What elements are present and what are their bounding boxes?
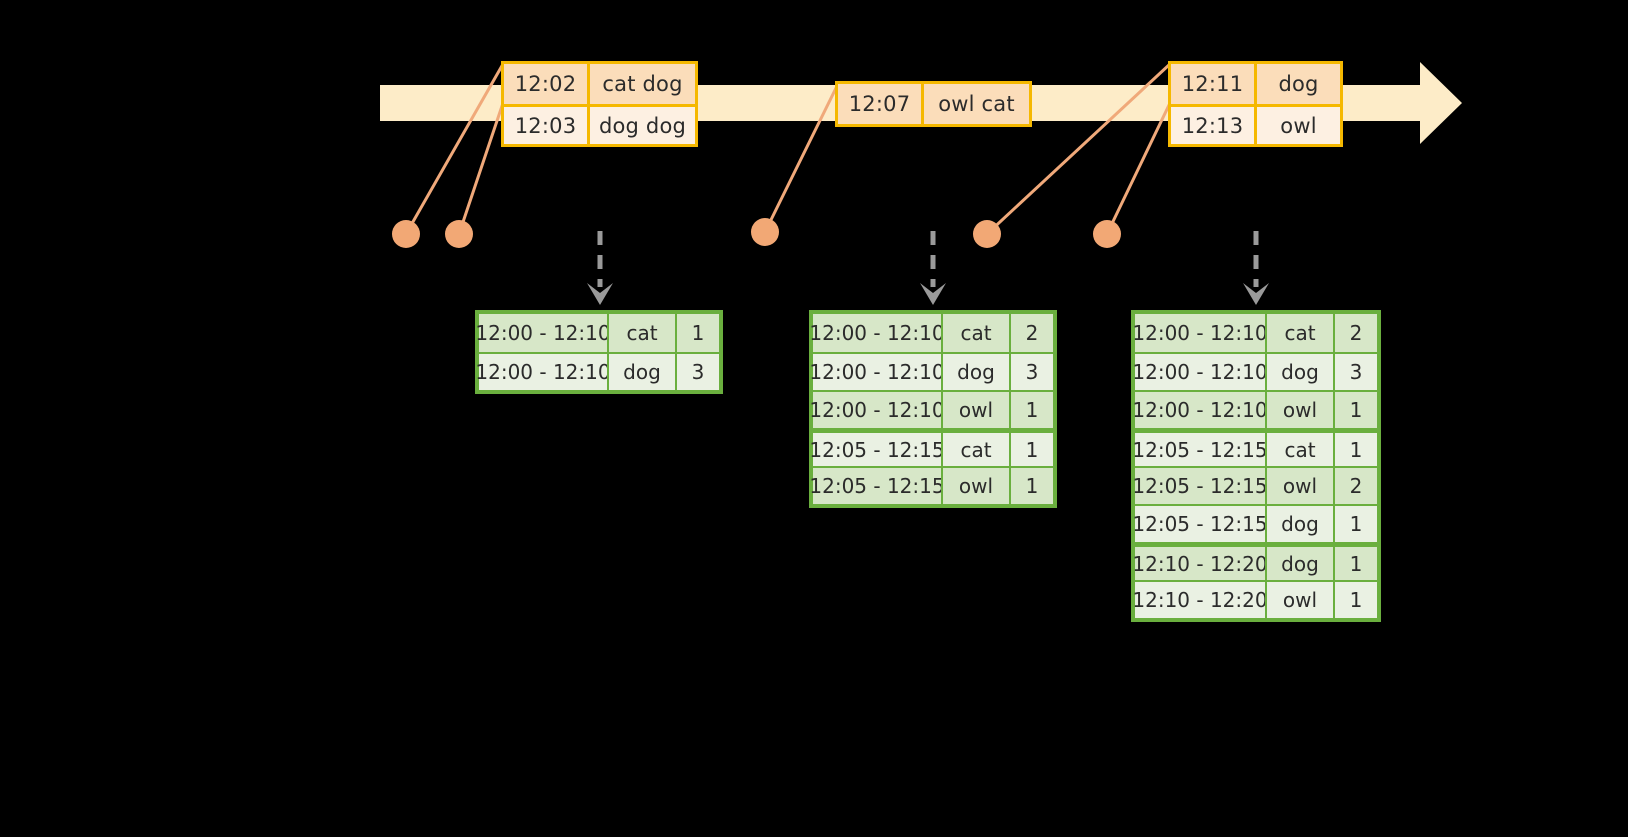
word-cell: dog [607,354,675,390]
event-timestamp: 12:02 [504,64,590,104]
event-dot[interactable] [751,218,779,246]
connector-line [1105,101,1172,236]
window-cell: 12:00 - 12:10 [1132,354,1268,390]
event-dot[interactable] [973,220,1001,248]
dashed-arrows [587,231,1269,305]
word-cell: dog [941,354,1009,390]
event-dot[interactable] [1093,220,1121,248]
window-cell: 12:10 - 12:20 [1132,547,1268,580]
word-cell: cat [941,314,1009,352]
event-timestamp: 12:03 [504,107,590,144]
word-cell: dog [1265,547,1333,580]
word-cell: owl [941,392,1009,428]
event-words: dog [1257,64,1340,104]
word-cell: owl [1265,392,1333,428]
word-cell: owl [1265,468,1333,504]
event-timestamp: 12:11 [1171,64,1257,104]
window-cell: 12:00 - 12:10 [475,354,611,390]
window-cell: 12:05 - 12:15 [1132,433,1268,466]
window-cell: 12:00 - 12:10 [809,354,945,390]
word-cell: cat [1265,314,1333,352]
window-cell: 12:00 - 12:10 [809,314,945,352]
count-cell: 3 [1009,354,1053,390]
window-cell: 12:05 - 12:15 [809,433,945,466]
count-cell: 3 [675,354,719,390]
window-cell: 12:05 - 12:15 [809,468,945,504]
window-cell: 12:00 - 12:10 [1132,314,1268,352]
count-cell: 2 [1333,468,1377,504]
window-cell: 12:10 - 12:20 [1132,582,1268,618]
window-cell: 12:00 - 12:10 [809,392,945,428]
count-cell: 1 [1333,392,1377,428]
word-cell: cat [1265,433,1333,466]
count-cell: 3 [1333,354,1377,390]
word-cell: owl [941,468,1009,504]
event-timestamp: 12:13 [1171,107,1257,144]
count-cell: 1 [1009,468,1053,504]
count-cell: 1 [1333,506,1377,542]
word-cell: cat [607,314,675,352]
count-cell: 2 [1333,314,1377,352]
window-cell: 12:00 - 12:10 [1132,392,1268,428]
connector-line [404,62,505,236]
connector-dots [392,218,1121,248]
word-cell: dog [1265,506,1333,542]
dashed-arrow-head [1243,283,1269,305]
word-cell: dog [1265,354,1333,390]
count-cell: 1 [1009,392,1053,428]
event-timestamp: 12:07 [838,84,924,124]
count-cell: 1 [1333,547,1377,580]
connector-line [763,82,840,234]
dashed-arrow-head [920,283,946,305]
event-dot[interactable] [445,220,473,248]
event-dot[interactable] [392,220,420,248]
window-cell: 12:05 - 12:15 [1132,468,1268,504]
dashed-arrow-head [587,283,613,305]
count-cell: 1 [1009,433,1053,466]
count-cell: 1 [1333,433,1377,466]
word-cell: owl [1265,582,1333,618]
event-words: owl cat [924,84,1029,124]
event-words: dog dog [590,107,695,144]
event-words: owl [1257,107,1340,144]
count-cell: 1 [675,314,719,352]
event-words: cat dog [590,64,695,104]
count-cell: 1 [1333,582,1377,618]
count-cell: 2 [1009,314,1053,352]
connector-line [457,101,505,236]
window-cell: 12:00 - 12:10 [475,314,611,352]
word-cell: cat [941,433,1009,466]
window-cell: 12:05 - 12:15 [1132,506,1268,542]
